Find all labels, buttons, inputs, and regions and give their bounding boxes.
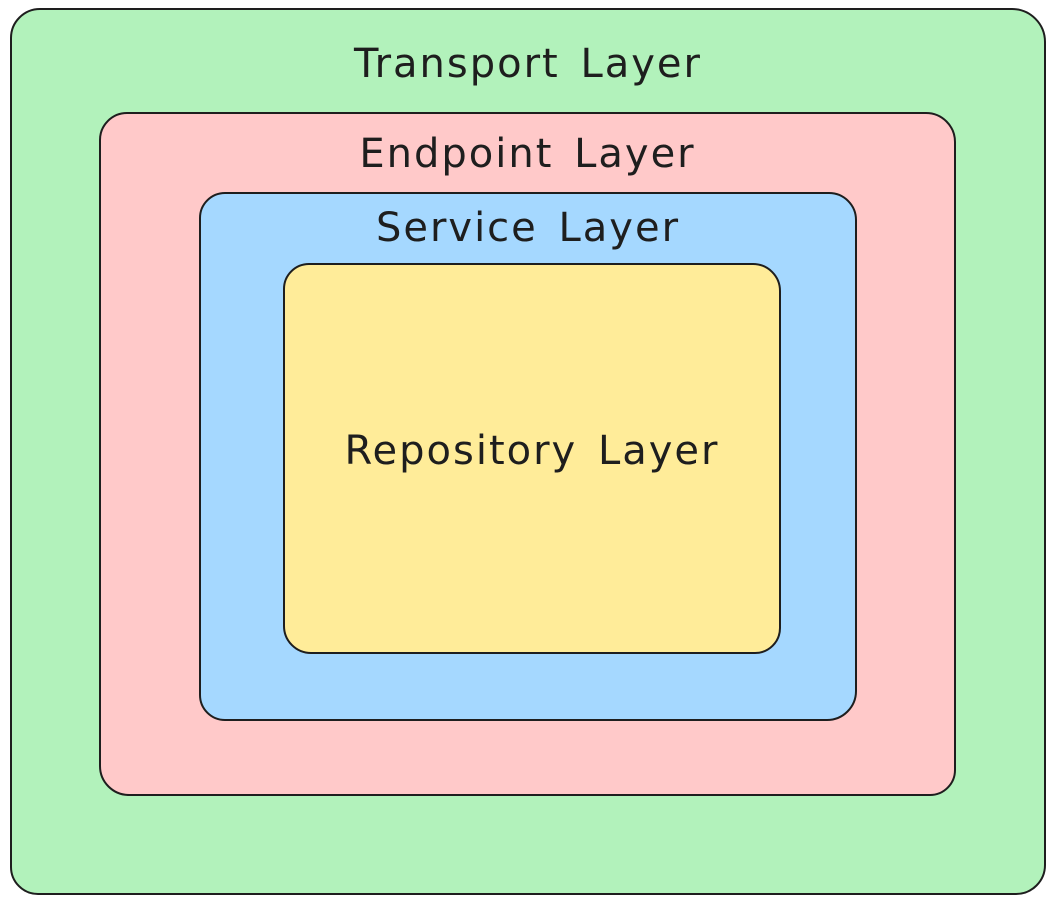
transport-layer-label: Transport Layer <box>354 41 702 87</box>
endpoint-layer-box: Endpoint Layer Service Layer Repository … <box>99 112 956 796</box>
endpoint-layer-label: Endpoint Layer <box>359 131 696 177</box>
transport-layer-box: Transport Layer Endpoint Layer Service L… <box>10 8 1046 895</box>
service-layer-label: Service Layer <box>375 205 681 251</box>
repository-layer-label: Repository Layer <box>344 427 720 474</box>
service-layer-box: Service Layer Repository Layer <box>199 192 857 721</box>
repository-layer-box: Repository Layer <box>283 263 781 654</box>
